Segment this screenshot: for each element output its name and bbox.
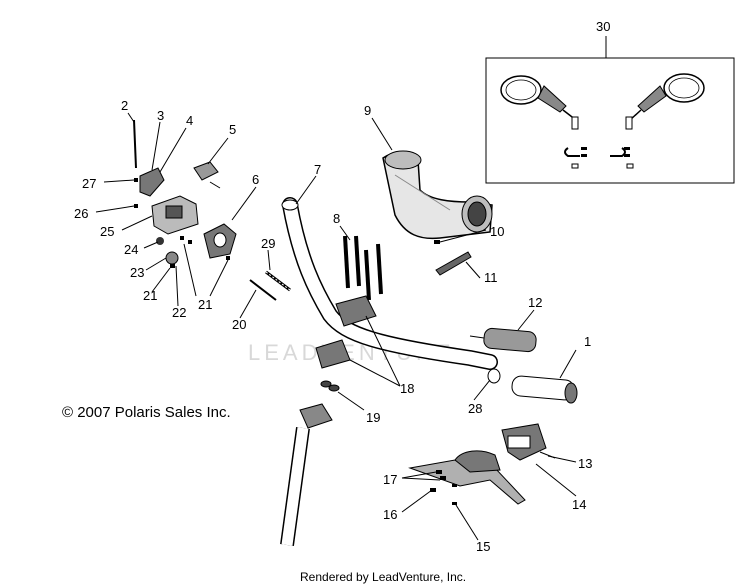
callout-1: 1 — [584, 334, 591, 349]
callout-6: 6 — [252, 172, 259, 187]
callout-7: 7 — [314, 162, 321, 177]
callout-11: 11 — [484, 270, 498, 285]
switch-bracket — [133, 119, 165, 197]
callout-5: 5 — [229, 122, 236, 137]
mirror-inset — [485, 36, 735, 184]
callout-10: 10 — [490, 224, 504, 239]
right-grip — [469, 327, 537, 353]
switch-module — [193, 161, 221, 189]
callout-12: 12 — [528, 295, 542, 310]
callout-20: 20 — [232, 317, 246, 332]
leader-lines — [95, 112, 577, 541]
handlebar — [281, 197, 498, 370]
callout-21-a: 21 — [143, 288, 157, 303]
left-grip — [511, 375, 578, 404]
callout-28: 28 — [468, 401, 482, 416]
mirror-adapters — [564, 147, 634, 169]
callout-2: 2 — [121, 98, 128, 113]
bar-end-plug — [487, 368, 501, 384]
callout-30: 30 — [596, 19, 610, 34]
cable-and-springs — [249, 270, 291, 301]
callout-27: 27 — [82, 176, 96, 191]
callout-21-b: 21 — [198, 297, 212, 312]
right-mirror — [625, 73, 705, 130]
left-mirror — [500, 75, 579, 130]
callout-22: 22 — [172, 305, 186, 320]
callout-8: 8 — [333, 211, 340, 226]
callout-25: 25 — [100, 224, 114, 239]
callout-24: 24 — [124, 242, 138, 257]
callout-17: 17 — [383, 472, 397, 487]
strap — [434, 240, 472, 276]
callout-3: 3 — [157, 108, 164, 123]
steering-post — [280, 403, 333, 546]
callout-13: 13 — [578, 456, 592, 471]
handlebar-pad — [382, 150, 493, 240]
switch-housing-rear — [151, 195, 199, 235]
callout-labels: 1 2 3 4 5 6 7 8 9 10 11 12 13 14 15 16 1… — [74, 19, 610, 554]
clamp-bolts — [343, 235, 383, 301]
footer-credit: Rendered by LeadVenture, Inc. — [300, 570, 466, 584]
callout-16: 16 — [383, 507, 397, 522]
callout-18: 18 — [400, 381, 414, 396]
callout-9: 9 — [364, 103, 371, 118]
clamp-nuts — [320, 380, 340, 392]
callout-23: 23 — [130, 265, 144, 280]
callout-26: 26 — [74, 206, 88, 221]
callout-15: 15 — [476, 539, 490, 554]
callout-19: 19 — [366, 410, 380, 425]
callout-29: 29 — [261, 236, 275, 251]
callout-4: 4 — [186, 113, 193, 128]
brake-throttle-assembly — [408, 423, 556, 505]
callout-14: 14 — [572, 497, 586, 512]
small-hardware — [134, 178, 230, 268]
copyright-text: © 2007 Polaris Sales Inc. — [62, 404, 231, 421]
switch-housing-front — [203, 223, 237, 259]
